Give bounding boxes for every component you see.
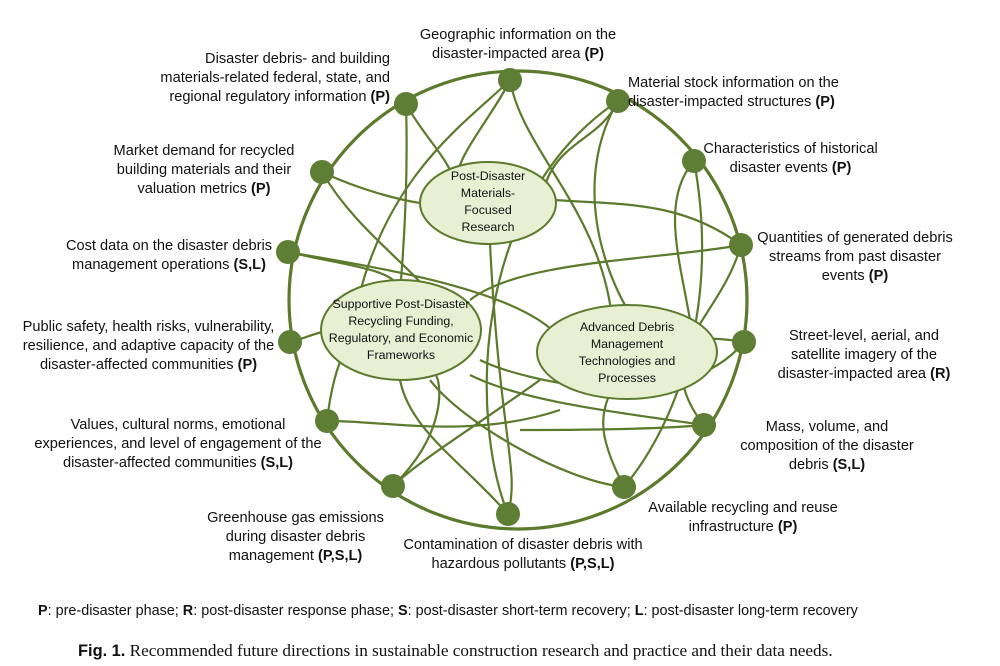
label-quantities: Quantities of generated debris streams f… — [755, 229, 955, 286]
label-quantities-text: Quantities of generated debris streams f… — [757, 230, 953, 284]
label-imagery-text: Street-level, aerial, and satellite imag… — [777, 328, 940, 382]
legend-l-text: : post-disaster long-term recovery — [643, 603, 858, 619]
label-cost-text: Cost data on the disaster debris managem… — [65, 238, 273, 273]
connector-29 — [399, 103, 408, 281]
label-values-phase: (S,L) — [260, 455, 294, 471]
connector-28 — [321, 171, 421, 205]
ellipse-technologies-label: Advanced Debris Management Technologies … — [578, 320, 676, 385]
label-ghg: Greenhouse gas emissions during disaster… — [188, 509, 403, 566]
ellipse-technologies — [536, 304, 718, 400]
label-material-phase: (P) — [815, 94, 835, 110]
label-market-phase: (P) — [251, 181, 271, 197]
connector-4 — [543, 100, 619, 186]
connector-14 — [469, 374, 705, 427]
caption-label: Fig. 1. — [78, 642, 126, 660]
node-dot-imagery — [732, 330, 756, 354]
label-regulatory-text: Disaster debris- and building materials-… — [160, 51, 390, 105]
connector-2 — [508, 79, 614, 319]
connector-18 — [488, 243, 513, 515]
node-dot-material — [606, 89, 630, 113]
node-dot-values — [315, 409, 339, 433]
connector-19 — [398, 379, 509, 515]
connector-21 — [392, 375, 441, 487]
legend-r-text: : post-disaster response phase; — [193, 603, 398, 619]
connector-20 — [392, 379, 541, 487]
label-market-text: Market demand for recycled building mate… — [113, 143, 295, 197]
label-material: Material stock information on the disast… — [628, 74, 878, 112]
label-mass-text: Mass, volume, and composition of the dis… — [740, 419, 914, 473]
figure-caption: Fig. 1. Recommended future directions in… — [78, 641, 978, 661]
label-values-text: Values, cultural norms, emotional experi… — [34, 417, 322, 471]
label-contamination: Contamination of disaster debris with ha… — [398, 536, 648, 574]
connector-7 — [673, 160, 695, 321]
legend-p-key: P — [38, 603, 48, 619]
legend-s-text: : post-disaster short-term recovery; — [407, 603, 635, 619]
legend-r-key: R — [182, 603, 194, 619]
node-dot-recycling — [612, 475, 636, 499]
label-ghg-phase: (P,S,L) — [317, 548, 363, 564]
ellipse-research — [419, 161, 557, 245]
node-dot-safety — [278, 330, 302, 354]
ellipse-frameworks — [320, 279, 482, 381]
legend-l-key: L — [634, 603, 644, 619]
label-recycling: Available recycling and reuse infrastruc… — [628, 499, 858, 537]
label-mass-phase: (S,L) — [832, 457, 866, 473]
caption-text: Recommended future directions in sustain… — [125, 641, 833, 660]
label-ghg-text: Greenhouse gas emissions during disaster… — [207, 510, 384, 564]
node-dot-quantities — [729, 233, 753, 257]
legend-s-key: S — [397, 603, 408, 619]
legend-p-text: : pre-disaster phase; — [47, 603, 183, 619]
node-dot-contamination — [496, 502, 520, 526]
node-dot-ghg — [381, 474, 405, 498]
connector-22 — [326, 408, 561, 428]
node-dot-geo — [498, 68, 522, 92]
node-dot-historical — [682, 149, 706, 173]
label-safety: Public safety, health risks, vulnerabili… — [16, 318, 281, 375]
label-regulatory: Disaster debris- and building materials-… — [150, 50, 390, 107]
label-historical-text: Characteristics of historical disaster e… — [703, 141, 878, 176]
label-material-text: Material stock information on the disast… — [628, 75, 839, 110]
connector-26 — [287, 250, 561, 339]
label-regulatory-phase: (P) — [370, 89, 390, 105]
label-market: Market demand for recycled building mate… — [98, 142, 310, 199]
label-cost-phase: (S,L) — [233, 257, 266, 273]
outer-ring — [287, 69, 749, 531]
connector-9 — [554, 198, 742, 246]
label-safety-text: Public safety, health risks, vulnerabili… — [22, 319, 275, 373]
label-contamination-text: Contamination of disaster debris with ha… — [403, 537, 643, 572]
node-dot-regulatory — [394, 92, 418, 116]
connector-15 — [519, 423, 705, 432]
connector-1 — [456, 79, 511, 173]
label-values: Values, cultural norms, emotional experi… — [28, 416, 328, 473]
ellipse-research-label: Post-Disaster Materials-Focused Research — [450, 169, 526, 234]
label-safety-phase: (P) — [237, 357, 258, 373]
label-imagery-phase: (R) — [930, 366, 951, 382]
node-dot-market — [310, 160, 334, 184]
label-cost: Cost data on the disaster debris managem… — [64, 237, 274, 275]
node-dot-mass — [692, 413, 716, 437]
label-quantities-phase: (P) — [868, 268, 889, 284]
label-mass: Mass, volume, and composition of the dis… — [727, 418, 927, 475]
label-contamination-phase: (P,S,L) — [570, 556, 615, 572]
label-geo-text: Geographic information on the disaster-i… — [419, 27, 617, 62]
label-imagery: Street-level, aerial, and satellite imag… — [764, 327, 964, 384]
node-dot-cost — [276, 240, 300, 264]
phase-legend: P: pre-disaster phase; R: post-disaster … — [38, 603, 978, 619]
ellipse-frameworks-label: Supportive Post-Disaster Recycling Fundi… — [328, 297, 474, 362]
label-recycling-text: Available recycling and reuse infrastruc… — [648, 500, 838, 535]
label-geo-phase: (P) — [584, 46, 604, 62]
connector-16 — [602, 397, 625, 488]
label-historical-phase: (P) — [831, 160, 852, 176]
connector-25 — [287, 250, 394, 281]
connector-3 — [356, 79, 511, 301]
label-recycling-phase: (P) — [777, 519, 798, 535]
connector-27 — [321, 171, 421, 283]
label-geo: Geographic information on the disaster-i… — [398, 26, 638, 64]
label-historical: Characteristics of historical disaster e… — [698, 140, 883, 178]
connector-17 — [429, 379, 625, 489]
